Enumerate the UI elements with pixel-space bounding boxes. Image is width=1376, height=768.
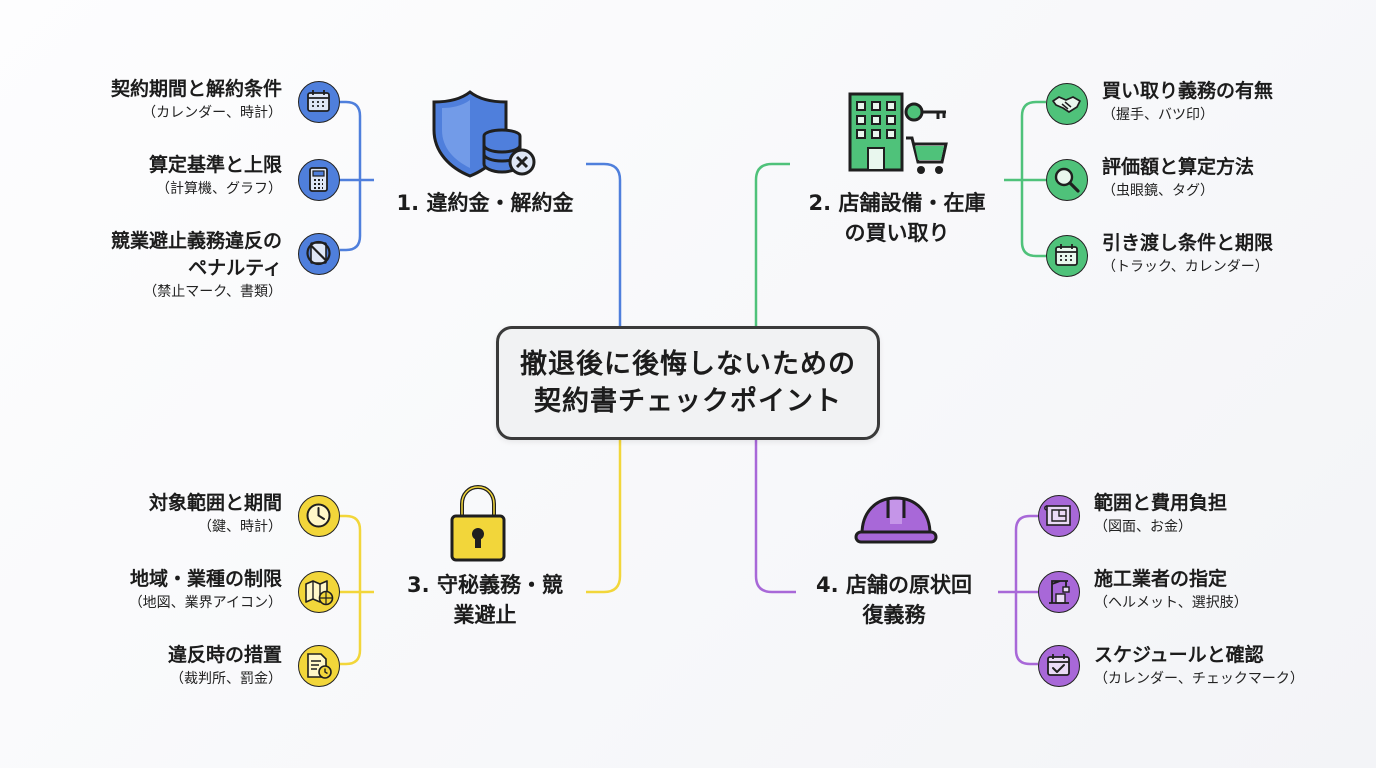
item-subtitle: （計算機、グラフ） xyxy=(156,181,282,197)
magnifier-icon xyxy=(1046,159,1088,201)
list-item: 引き渡し条件と期限 （トラック、カレンダー） xyxy=(1102,230,1273,278)
branch-title-2-line-2: の買い取り xyxy=(844,221,950,245)
item-subtitle: （ヘルメット、選択肢） xyxy=(1094,595,1248,611)
branch-title-4-line-2: 復義務 xyxy=(862,603,926,627)
list-item: スケジュールと確認 （カレンダー、チェックマーク） xyxy=(1094,642,1304,690)
central-title-line-2: 契約書チェックポイント xyxy=(534,386,842,417)
central-title-line-1: 撤退後に後悔しないための xyxy=(520,349,856,380)
branch-title-3-line-2: 業避止 xyxy=(453,603,517,627)
branch-title-2-line-1: 2. 店舗設備・在庫 xyxy=(808,191,986,215)
item-subtitle: （握手、バツ印） xyxy=(1102,107,1214,123)
item-title: 対象範囲と期間 xyxy=(148,492,282,514)
connector-branch-1 xyxy=(340,100,622,326)
connector-branch-4 xyxy=(754,440,1038,666)
item-subtitle: （地図、業界アイコン） xyxy=(128,595,282,611)
list-item: 買い取り義務の有無 （握手、バツ印） xyxy=(1102,78,1273,126)
connector-branch-3 xyxy=(340,440,622,666)
item-subtitle: （カレンダー、時計） xyxy=(142,105,282,121)
item-subtitle: （鍵、時計） xyxy=(198,519,282,535)
list-item: 算定基準と上限 （計算機、グラフ） xyxy=(149,152,282,200)
shield-coins-icon xyxy=(430,88,540,180)
item-title: 契約期間と解約条件 xyxy=(110,78,282,100)
list-item: 範囲と費用負担 （図面、お金） xyxy=(1094,490,1227,538)
item-title: 地域・業種の制限 xyxy=(129,568,282,590)
clock-icon xyxy=(298,495,340,537)
hard-hat-icon xyxy=(852,488,940,552)
branch-title-1: 1. 違約金・解約金 xyxy=(380,188,590,218)
calculator-icon xyxy=(298,159,340,201)
document-clock-icon xyxy=(298,645,340,687)
map-globe-icon xyxy=(298,571,340,613)
item-title: スケジュールと確認 xyxy=(1094,644,1264,666)
calendar-check-icon xyxy=(1038,645,1080,687)
list-item: 地域・業種の制限 （地図、業界アイコン） xyxy=(129,566,282,614)
list-item: 違反時の措置 （裁判所、罰金） xyxy=(168,642,282,690)
item-subtitle: （カレンダー、チェックマーク） xyxy=(1094,671,1304,687)
item-subtitle: （禁止マーク、書類） xyxy=(143,284,282,300)
item-title: 評価額と算定方法 xyxy=(1102,156,1255,178)
item-title: 引き渡し条件と期限 xyxy=(1102,232,1274,254)
calendar-icon xyxy=(1046,235,1088,277)
handshake-icon xyxy=(1046,83,1088,125)
branch-title-4-line-1: 4. 店舗の原状回 xyxy=(816,573,972,597)
item-title: 施工業者の指定 xyxy=(1094,568,1228,590)
crane-icon xyxy=(1038,571,1080,613)
branch-title-3: 3. 守秘義務・競 業避止 xyxy=(380,570,590,630)
list-item: 評価額と算定方法 （虫眼鏡、タグ） xyxy=(1102,154,1254,202)
branch-title-1-line: 1. 違約金・解約金 xyxy=(396,191,574,215)
item-subtitle: （虫眼鏡、タグ） xyxy=(1102,183,1214,199)
list-item: 施工業者の指定 （ヘルメット、選択肢） xyxy=(1094,566,1248,614)
central-title-box: 撤退後に後悔しないための 契約書チェックポイント xyxy=(496,326,880,440)
item-title: 競業避止義務違反の xyxy=(110,230,282,252)
padlock-icon xyxy=(448,484,508,564)
item-title: 算定基準と上限 xyxy=(148,154,282,176)
item-subtitle: （裁判所、罰金） xyxy=(170,671,282,687)
item-title: 買い取り義務の有無 xyxy=(1102,80,1274,102)
connector-branch-2 xyxy=(754,100,1046,326)
list-item: 競業避止義務違反の ペナルティ （禁止マーク、書類） xyxy=(111,228,282,303)
calendar-icon xyxy=(298,81,340,123)
building-key-cart-icon xyxy=(846,88,956,180)
branch-title-2: 2. 店舗設備・在庫 の買い取り xyxy=(786,188,1008,248)
item-subtitle: （図面、お金） xyxy=(1094,519,1192,535)
branch-title-3-line-1: 3. 守秘義務・競 xyxy=(407,573,563,597)
item-title-line-2: ペナルティ xyxy=(188,257,282,279)
blueprint-icon xyxy=(1038,495,1080,537)
branch-title-4: 4. 店舗の原状回 復義務 xyxy=(786,570,1002,630)
item-subtitle: （トラック、カレンダー） xyxy=(1102,259,1269,275)
item-title: 範囲と費用負担 xyxy=(1094,492,1228,514)
item-title: 違反時の措置 xyxy=(167,644,282,666)
list-item: 契約期間と解約条件 （カレンダー、時計） xyxy=(111,76,282,124)
prohibited-document-icon xyxy=(298,233,340,275)
list-item: 対象範囲と期間 （鍵、時計） xyxy=(149,490,282,538)
